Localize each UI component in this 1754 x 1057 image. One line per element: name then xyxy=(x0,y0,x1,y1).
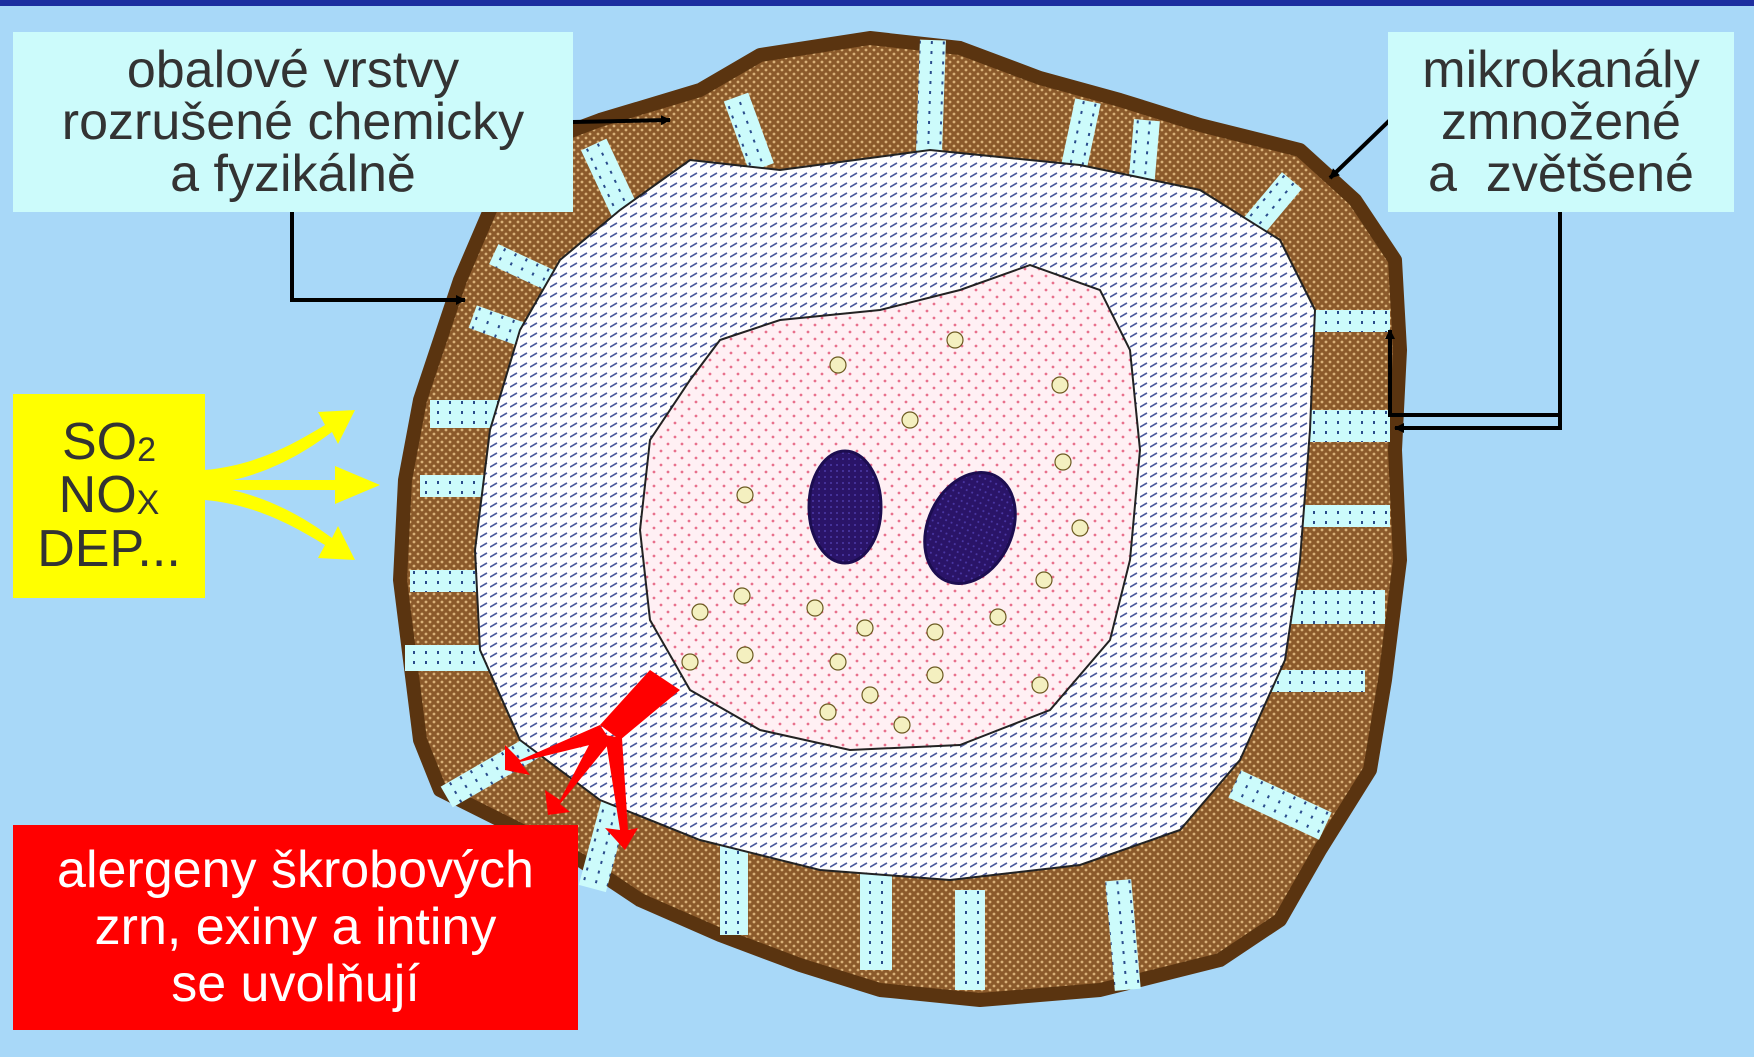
pollutant-nox: NOX xyxy=(59,469,160,522)
allergens-label: alergeny škrobových zrn, exiny a intiny … xyxy=(13,825,578,1030)
allergens-line-2: zrn, exiny a intiny xyxy=(95,899,497,956)
pollutant-arrows xyxy=(205,410,380,560)
microchannels-line-3: a zvětšené xyxy=(1428,148,1694,200)
microchannels-line-1: mikrokanály xyxy=(1422,44,1699,96)
coat-layers-line-1: obalové vrstvy xyxy=(127,44,459,96)
coat-layers-line-3: a fyzikálně xyxy=(170,148,416,200)
pollutant-so2: SO2 xyxy=(62,416,156,469)
allergens-line-3: se uvolňují xyxy=(171,956,420,1013)
pollutant-dep: DEP... xyxy=(37,523,181,576)
microchannels-label: mikrokanály zmnožené a zvětšené xyxy=(1388,32,1734,212)
nucleus-left xyxy=(809,451,881,563)
microchannels-line-2: zmnožené xyxy=(1441,96,1681,148)
allergens-line-1: alergeny škrobových xyxy=(57,842,534,899)
pollutants-label: SO2 NOX DEP... xyxy=(13,394,205,598)
coat-layers-line-2: rozrušené chemicky xyxy=(62,96,524,148)
coat-layers-label: obalové vrstvy rozrušené chemicky a fyzi… xyxy=(13,32,573,212)
